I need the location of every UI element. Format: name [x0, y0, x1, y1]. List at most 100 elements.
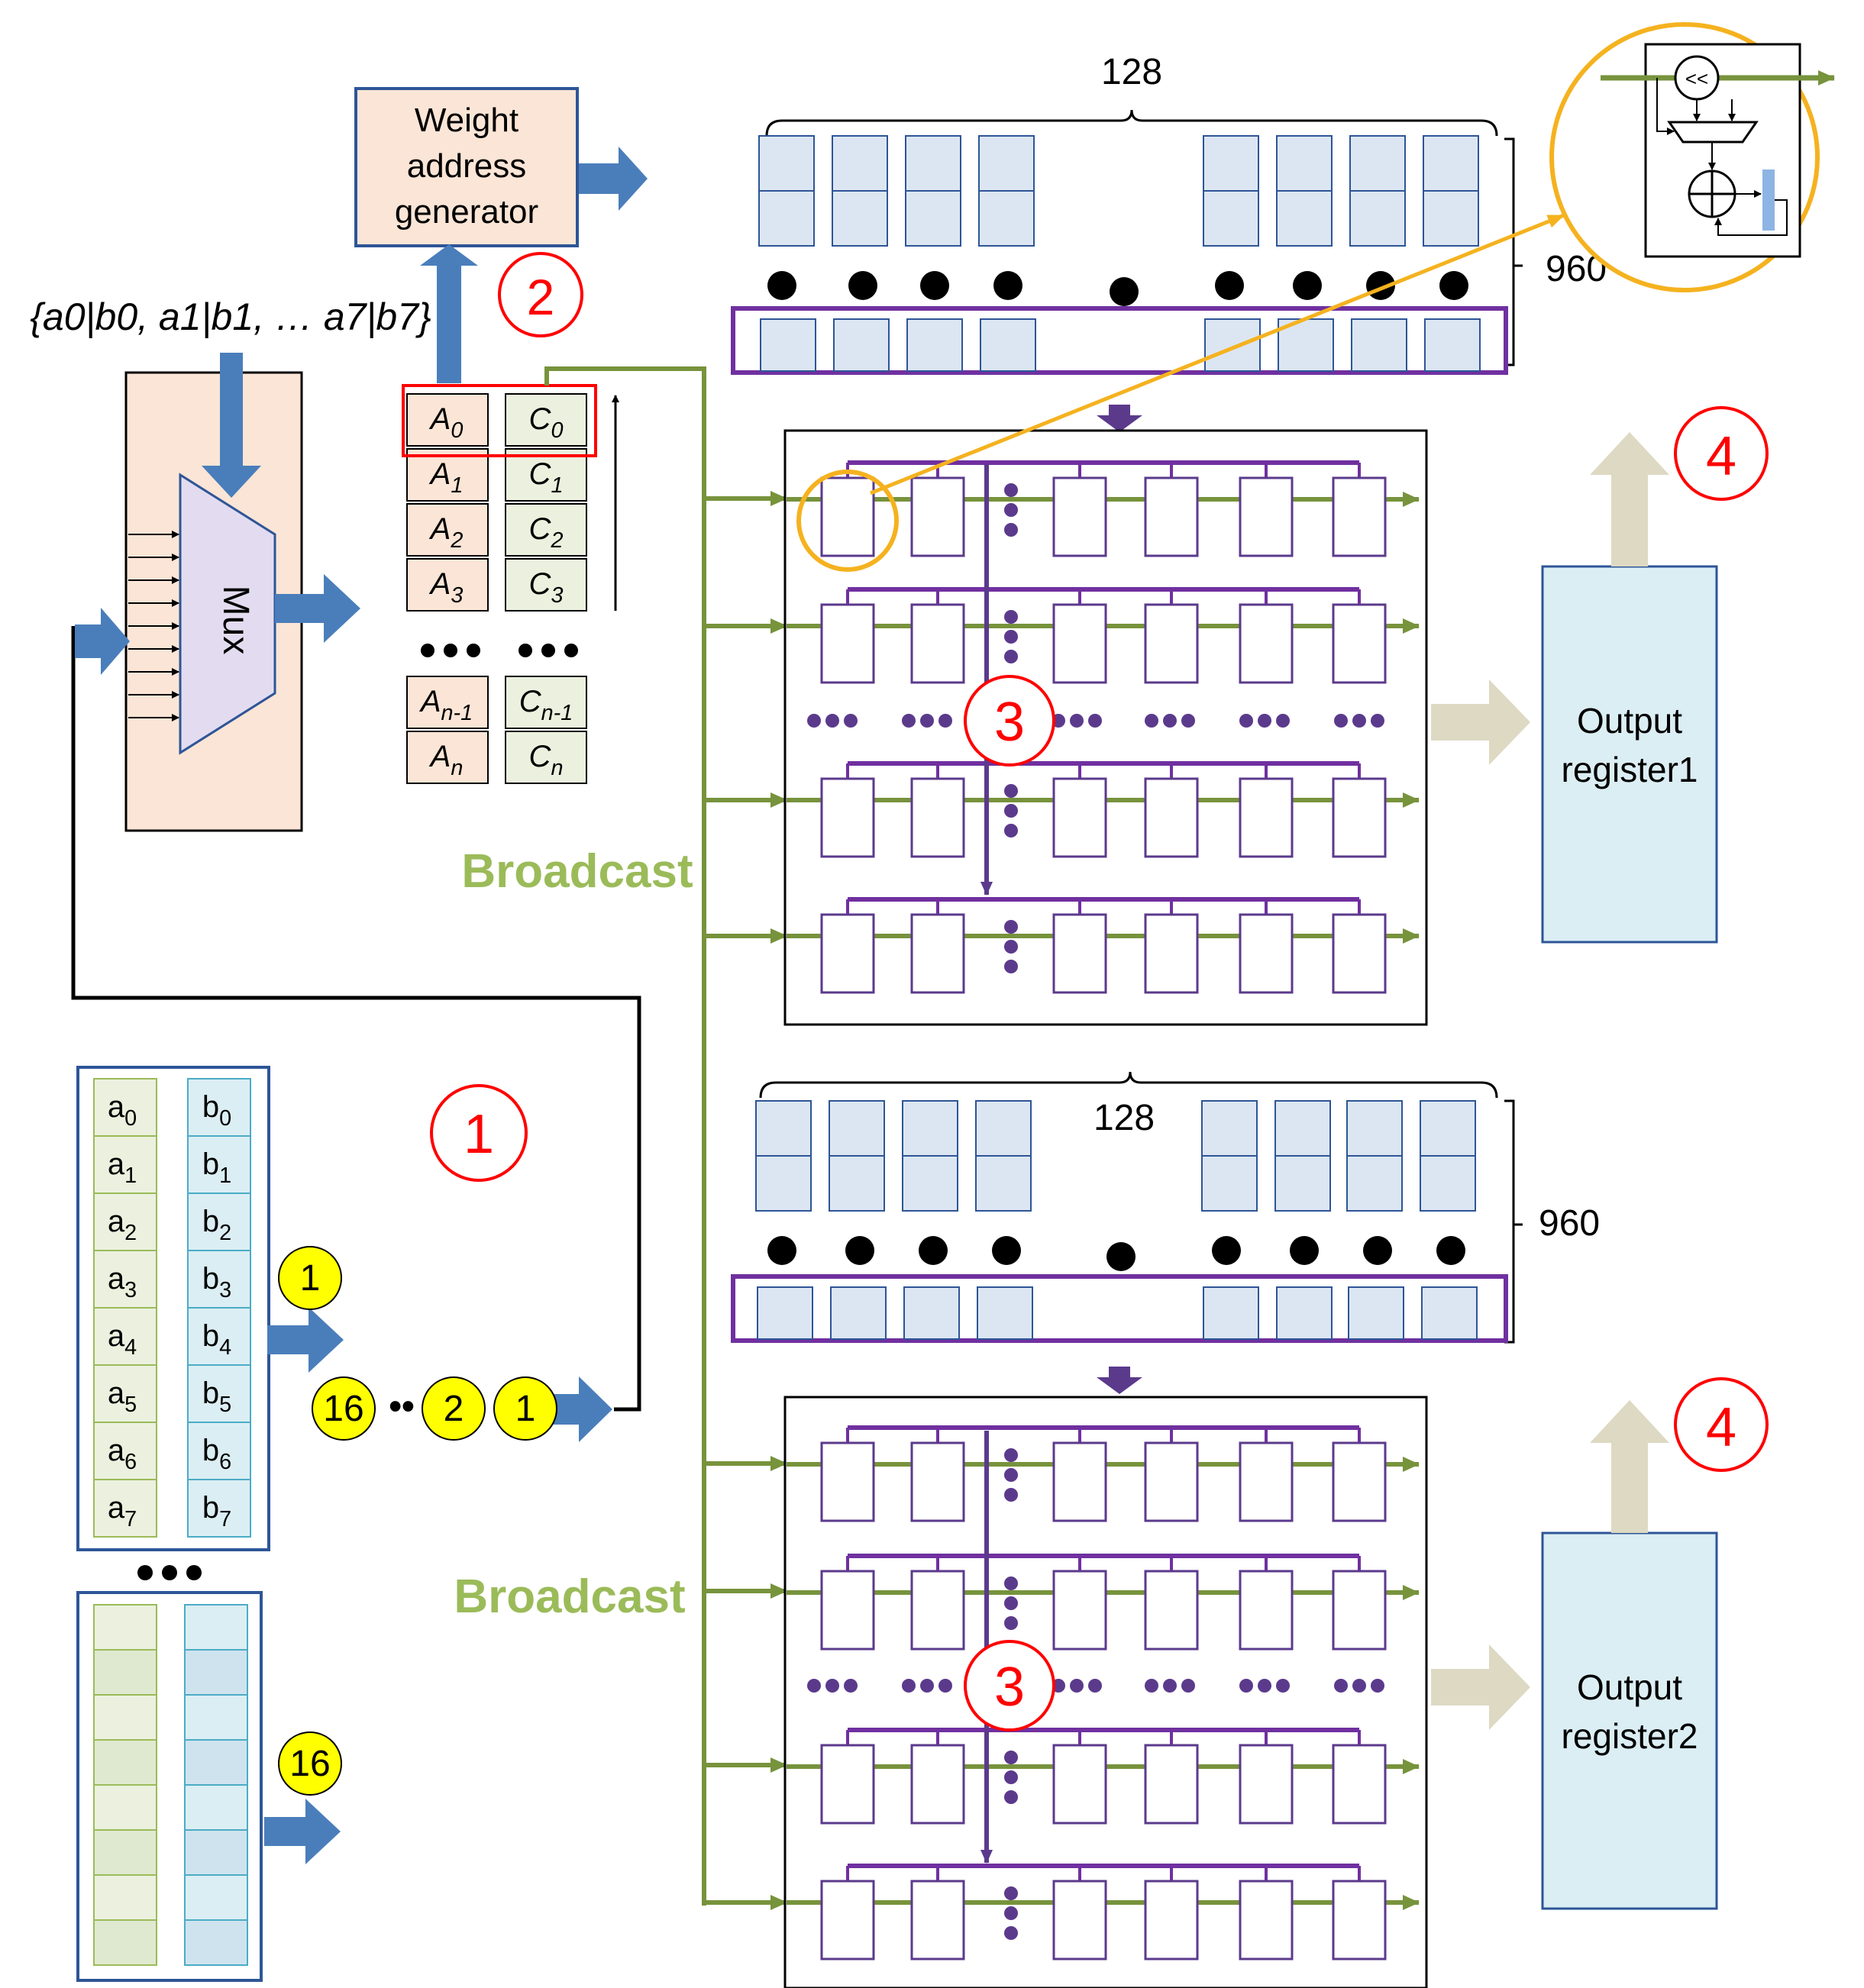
memory-ellipsis-dot: [767, 271, 796, 300]
a-cell-empty: [93, 1649, 157, 1696]
pe-row-ellipsis: [1181, 1679, 1195, 1693]
processing-element: [910, 1441, 965, 1522]
svg-text:1: 1: [300, 1258, 321, 1299]
svg-text:16: 16: [323, 1389, 363, 1429]
pe-col-ellipsis: [1004, 1790, 1018, 1804]
lut-c-cell: [505, 731, 587, 784]
processing-element: [820, 476, 875, 557]
pe-row-ellipsis: [1276, 714, 1290, 728]
processing-element: [1332, 777, 1387, 858]
memory-ellipsis-dot: [848, 271, 877, 300]
a-value: a5: [108, 1376, 137, 1417]
pe-col-ellipsis: [1004, 1468, 1018, 1482]
lut-a-value: An-1: [419, 685, 473, 725]
processing-element: [1052, 913, 1107, 994]
a-cell: [93, 1078, 157, 1137]
processing-element: [820, 777, 875, 858]
weight-cell: [978, 135, 1035, 192]
memory-ellipsis-dot: [1293, 271, 1322, 300]
b-value: b6: [202, 1434, 231, 1474]
weight-cell: [1423, 135, 1479, 192]
selected-weight-cell: [1424, 318, 1481, 372]
memory-ellipsis-dot: [992, 1236, 1021, 1265]
weight-cell: [1423, 190, 1479, 247]
memory-ellipsis-dot: [1212, 1236, 1241, 1265]
pe-col-ellipsis: [1004, 920, 1018, 934]
lut-c-cell: [505, 503, 587, 557]
input-buffer-16: [76, 1591, 263, 1982]
svg-text:4: 4: [1706, 1397, 1736, 1458]
memory-ellipsis-dot: [1290, 1236, 1319, 1265]
pe-row-ellipsis: [807, 1679, 821, 1693]
weight-cell: [905, 190, 961, 247]
weight-cell: [1349, 190, 1406, 247]
badge-1-top: 1: [278, 1246, 342, 1310]
lut-a-value: A1: [429, 457, 464, 498]
dim-width-label-1: 128: [1101, 52, 1162, 92]
selected-weight-cell: [830, 1286, 887, 1340]
width-brace: [759, 1071, 1498, 1099]
pe-col-ellipsis: [1004, 630, 1018, 644]
zoom-mux: [1667, 121, 1759, 144]
weight-cell: [1274, 1100, 1331, 1157]
weight-cell: [758, 190, 815, 247]
pe-col-ellipsis: [1004, 1886, 1018, 1900]
a-cell-empty: [93, 1784, 157, 1831]
a-value: a1: [108, 1147, 137, 1188]
processing-element: [820, 1570, 875, 1651]
processing-element: [1144, 1744, 1199, 1825]
pe-col-ellipsis: [1004, 804, 1018, 818]
pe-row-ellipsis: [920, 714, 934, 728]
svg-text:2: 2: [444, 1389, 464, 1429]
svg-text:16: 16: [289, 1744, 330, 1784]
wag-input-arrow: [420, 244, 478, 383]
b-value: b4: [202, 1319, 231, 1360]
a-cell: [93, 1192, 157, 1251]
width-brace: [765, 109, 1498, 137]
pe-col-ellipsis: [1004, 824, 1018, 837]
pe-row-ellipsis: [1371, 714, 1384, 728]
processing-element: [910, 1570, 965, 1651]
step-4-marker-2: 4: [1674, 1377, 1769, 1472]
svg-text:1: 1: [464, 1104, 494, 1165]
weight-cell: [975, 1155, 1032, 1212]
weight-cell: [829, 1155, 885, 1212]
mux-input-arrow: [75, 608, 130, 675]
a-value: a3: [108, 1262, 137, 1302]
pe-row-ellipsis: [844, 1679, 858, 1693]
pe-col-ellipsis: [1004, 1448, 1018, 1462]
processing-element: [910, 913, 965, 994]
mux-top-arrow: [202, 353, 261, 498]
buffer-ellipsis: [137, 1565, 202, 1580]
lut-a-cell: [406, 676, 489, 729]
pe-row-ellipsis: [807, 714, 821, 728]
pe-col-ellipsis: [1004, 1577, 1018, 1590]
pe-row-ellipsis: [1163, 714, 1177, 728]
weight-cell: [1201, 1155, 1258, 1212]
step-3-marker: [964, 675, 1055, 766]
selected-weight-cell: [1204, 318, 1261, 372]
buffer16-output-arrow: [264, 1799, 341, 1864]
processing-element: [1052, 1744, 1107, 1825]
lut-c-value: C1: [529, 457, 564, 498]
processing-element: [910, 777, 965, 858]
b-cell: [187, 1307, 251, 1366]
selected-weight-cell: [1421, 1286, 1478, 1340]
badge-16: 16: [312, 1376, 376, 1441]
processing-element: [1332, 1570, 1387, 1651]
a-cell-empty: [93, 1604, 157, 1651]
pe-row-ellipsis: [1145, 714, 1158, 728]
pe-col-ellipsis: [1004, 650, 1018, 663]
b-value: b5: [202, 1376, 231, 1417]
processing-element: [1144, 913, 1199, 994]
dim-width-label-2: 128: [1094, 1098, 1155, 1138]
processing-element: [1239, 913, 1294, 994]
a-cell-empty: [93, 1694, 157, 1741]
a-value: a2: [108, 1205, 137, 1245]
processing-element: [1332, 913, 1387, 994]
feedback-line: [71, 626, 641, 1412]
lut-c-value: C2: [529, 512, 564, 553]
selected-weight-cell: [757, 1286, 813, 1340]
pe-row-ellipsis: [844, 714, 858, 728]
step-1-marker: 1: [430, 1084, 528, 1182]
